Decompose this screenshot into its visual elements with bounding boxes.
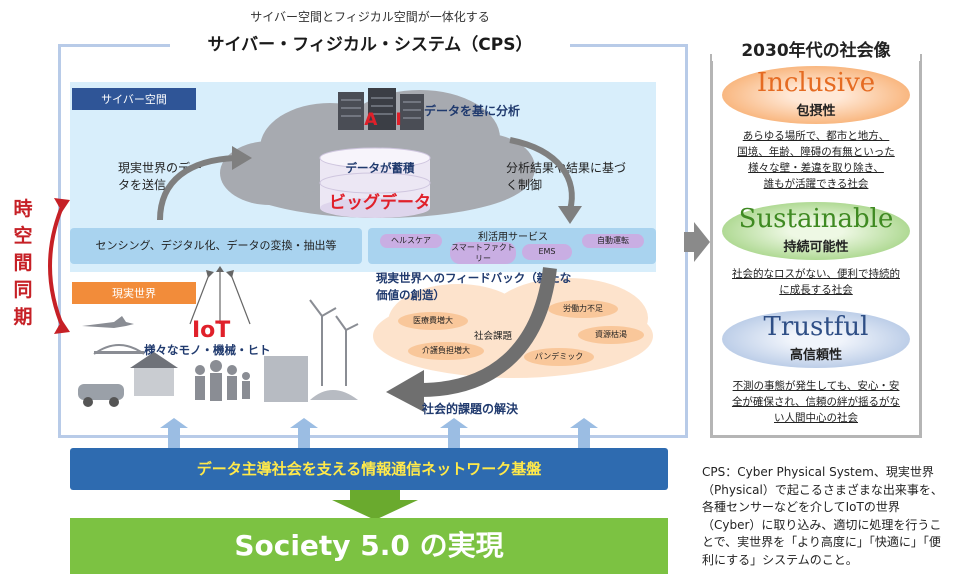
building-icon xyxy=(264,356,308,402)
value-trustful-oval: Trustful 高信頼性 xyxy=(722,310,910,368)
iot-up-arrows xyxy=(189,266,251,325)
value-inclusive-oval: Inclusive 包摂性 xyxy=(722,66,910,124)
value-inclusive-jp: 包摂性 xyxy=(796,104,836,119)
bigdata-label: ビッグデータ xyxy=(329,193,431,213)
service-smart-factory: スマートファクトリー xyxy=(450,242,516,264)
cyber-space-tag: サイバー空間 xyxy=(72,88,196,110)
sync-arrow xyxy=(48,198,70,334)
service-healthcare: ヘルスケア xyxy=(380,234,442,248)
control-label: 分析結果や結果に基づく制御 xyxy=(506,161,627,192)
airplane-icon xyxy=(82,316,134,328)
cps-title: サイバー・フィジカル・システム（CPS） xyxy=(170,32,570,58)
sync-label: 時空間同期 xyxy=(13,198,33,328)
society-banner: Society 5.0 の実現 xyxy=(70,518,668,574)
feedback-arrow xyxy=(386,267,557,412)
accumulate-label: データが蓄積 xyxy=(345,161,415,175)
value-inclusive-en: Inclusive xyxy=(756,68,876,98)
people-icon xyxy=(195,360,250,401)
sensing-bar: センシング、デジタル化、データの変換・抽出等 xyxy=(70,228,362,264)
real-world-tag: 現実世界 xyxy=(72,282,196,304)
iot-sub-label: 様々なモノ・機械・ヒト xyxy=(144,343,271,357)
analyze-label: データを基に分析 xyxy=(424,104,521,118)
services-title: 利活用サービス xyxy=(478,232,548,243)
right-arrow xyxy=(684,222,710,262)
value-inclusive-desc: あらゆる場所で、都市と地方、 国境、年齢、障碍の有無といった 様々な壁・差違を取… xyxy=(737,130,895,190)
car-icon xyxy=(78,384,124,400)
down-arrow xyxy=(332,490,418,520)
upload-arrow xyxy=(157,146,252,221)
value-sustainable-desc: 社会的なロスがない、便利で持続的 に成長する社会 xyxy=(732,268,900,296)
house-icon xyxy=(134,366,174,396)
value-trustful-jp: 高信頼性 xyxy=(789,348,842,363)
issues-center-label: 社会課題 xyxy=(474,331,513,342)
network-bar: データ主導社会を支える情報通信ネットワーク基盤 xyxy=(70,448,668,490)
solve-label: 社会的課題の解決 xyxy=(422,402,519,416)
issue-care-burden: 介護負担増大 xyxy=(408,342,484,360)
feedback-label: 現実世界へのフィードバック（新たな価値の創造） xyxy=(376,271,572,302)
ai-label: A I xyxy=(364,110,408,130)
issue-medical-cost: 医療費増大 xyxy=(398,312,468,330)
future-society-title: 2030年代の社会像 xyxy=(712,36,920,61)
iot-label: IoT xyxy=(192,318,231,343)
service-auto-driving: 自動運転 xyxy=(582,234,644,248)
real-world-illustration xyxy=(78,299,359,407)
service-ems: EMS xyxy=(522,244,572,260)
network-up-arrows xyxy=(160,418,598,448)
value-trustful-desc: 不測の事態が発生しても、安心・安 全が確保され、信頼の絆が揺るがな い人間中心の… xyxy=(731,380,901,424)
database-icon xyxy=(319,147,431,218)
cps-subtitle: サイバー空間とフィジカル空間が一体化する xyxy=(250,10,490,24)
value-sustainable-jp: 持続可能性 xyxy=(783,240,849,255)
issue-pandemic: パンデミック xyxy=(524,348,594,366)
value-sustainable-en: Sustainable xyxy=(738,204,894,234)
issue-resource: 資源枯渇 xyxy=(578,326,644,344)
issue-labor-shortage: 労働力不足 xyxy=(548,300,618,318)
value-trustful-en: Trustful xyxy=(763,312,869,342)
control-arrow xyxy=(509,137,582,224)
cloud-graphic xyxy=(220,88,535,218)
value-sustainable-oval: Sustainable 持続可能性 xyxy=(722,202,910,260)
wind-turbine-icon xyxy=(309,299,359,386)
server-icon xyxy=(338,88,424,130)
cps-note: CPS：Cyber Physical System、現実世界（Physical）… xyxy=(702,465,943,567)
